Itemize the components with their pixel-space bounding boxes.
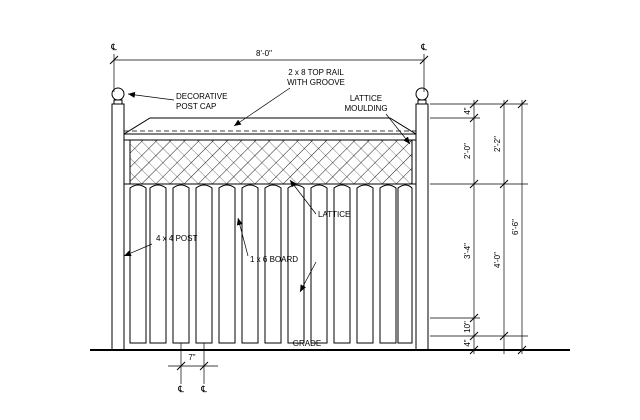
right-post xyxy=(415,87,429,351)
lattice-moulding-leader xyxy=(385,113,411,145)
dim-middle-upper: 2'-2" xyxy=(493,136,502,152)
lattice-leader xyxy=(289,179,317,215)
post-cap-label-line2: POST CAP xyxy=(176,102,216,111)
left-post xyxy=(111,87,125,351)
overall-width-label: 8'-0" xyxy=(256,49,272,58)
board-gap-dimension xyxy=(168,343,218,384)
centerline-bottom-left: ℄ xyxy=(177,384,184,394)
lattice-label: LATTICE xyxy=(318,210,350,219)
centerline-right-top: ℄ xyxy=(420,42,427,52)
top-rail-label-line2: WITH GROOVE xyxy=(287,78,345,87)
post-leader xyxy=(123,243,153,257)
grade-label: GRADE xyxy=(293,339,321,348)
top-rail-leader xyxy=(233,87,291,127)
post-label: 4 x 4 POST xyxy=(156,234,197,243)
extension-lines xyxy=(430,103,528,351)
lattice-moulding-label-line1: LATTICE xyxy=(350,94,382,103)
dim-inner-clearance: 4" xyxy=(463,339,472,346)
post-cap-leader xyxy=(127,91,175,101)
post-cap-label-line1: DECORATIVE xyxy=(176,92,227,101)
top-rail-label-line1: 2 x 8 TOP RAIL xyxy=(288,68,344,77)
board-leader-right xyxy=(299,261,317,293)
dim-inner-top-rail: 4" xyxy=(463,107,472,114)
dim-inner-lattice: 2'-0" xyxy=(463,143,472,159)
board-gap-label: 7" xyxy=(188,353,195,362)
lattice-panel xyxy=(124,139,416,185)
centerline-left-top: ℄ xyxy=(110,42,117,52)
fence-boards xyxy=(129,184,413,344)
dimension-chain-middle xyxy=(499,99,509,354)
dim-outer-total: 6'-6" xyxy=(511,219,520,235)
dim-inner-boards: 3'-4" xyxy=(463,243,472,259)
dim-inner-bottom: 10" xyxy=(463,321,472,333)
dimension-chain-inner xyxy=(469,99,479,355)
board-label: 1 x 6 BOARD xyxy=(250,255,298,264)
centerline-bottom-right: ℄ xyxy=(200,384,207,394)
dimension-chain-outer xyxy=(517,99,527,355)
overall-width-dimension xyxy=(109,54,429,92)
lattice-moulding-label-line2: MOULDING xyxy=(344,104,387,113)
dim-middle-lower: 4'-0" xyxy=(493,252,502,268)
top-rail xyxy=(123,117,417,141)
board-leader-left xyxy=(236,217,249,257)
